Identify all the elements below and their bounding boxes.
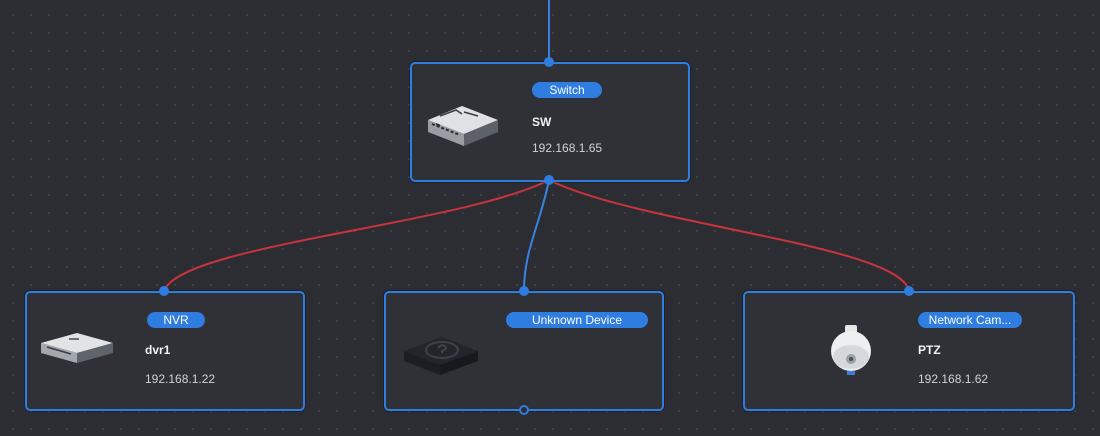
unknown-top-port[interactable] [519,286,529,296]
node-unknown-device[interactable]: Unknown Device [384,291,664,411]
switch-icon [428,106,498,146]
node-ip: 192.168.1.22 [145,372,216,386]
node-ip: 192.168.1.65 [532,141,603,155]
switch-bottom-port[interactable] [544,175,554,185]
node-switch[interactable]: Switch SW 192.168.1.65 [410,62,690,182]
node-name: PTZ [918,343,941,357]
nvr-icon [41,333,113,363]
node-type-badge: NVR [147,312,205,328]
nvr-top-port[interactable] [159,286,169,296]
node-ip: 192.168.1.62 [918,372,989,386]
ptz-camera-icon [831,325,871,375]
node-network-camera[interactable]: Network Cam... PTZ 192.168.1.62 [743,291,1075,411]
node-type-badge: Network Cam... [918,312,1022,328]
link-switch-camera[interactable] [548,179,910,292]
link-switch-unknown[interactable] [523,179,550,292]
node-name: dvr1 [145,343,171,357]
unknown-device-icon [404,337,478,375]
node-name: SW [532,115,552,129]
node-nvr[interactable]: NVR dvr1 192.168.1.22 [25,291,305,411]
node-type-badge: Switch [532,82,602,98]
switch-top-port[interactable] [544,57,554,67]
unknown-bottom-port[interactable] [519,405,529,415]
node-type-badge: Unknown Device [506,312,648,328]
camera-top-port[interactable] [904,286,914,296]
link-switch-nvr[interactable] [163,179,550,292]
